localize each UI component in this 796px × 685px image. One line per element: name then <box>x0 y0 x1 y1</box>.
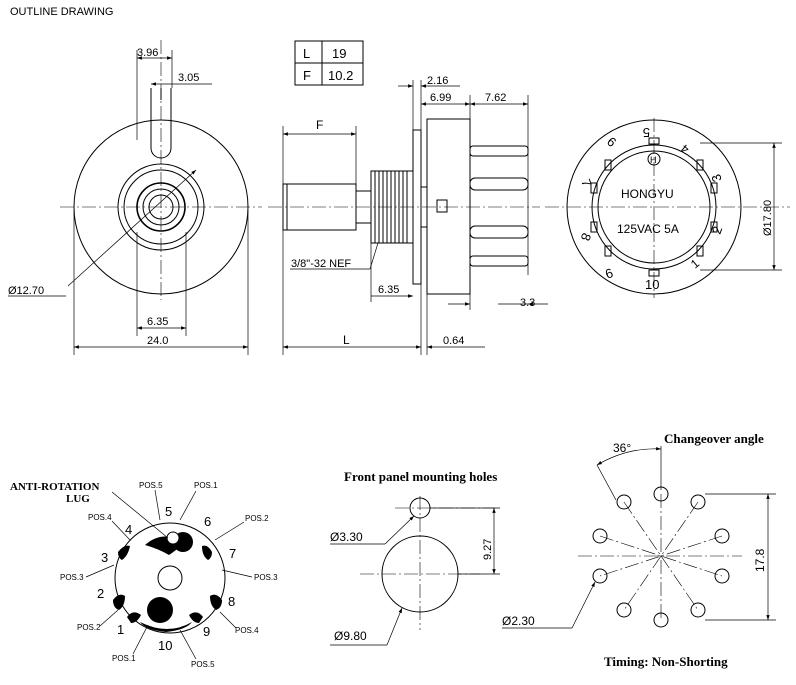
pos-label-upper-left: POS.4 <box>88 513 112 522</box>
pos-num-6: 6 <box>204 514 211 529</box>
pcd-label: 17.8 <box>753 548 767 572</box>
dim-f: F <box>316 118 323 132</box>
pos-label-bottom-right: POS.5 <box>191 660 215 669</box>
dim-slot-width: 3.05 <box>178 72 199 84</box>
pos-num-4: 4 <box>125 522 132 537</box>
pos-num-9: 9 <box>203 624 210 639</box>
dim-shaft: 6.35 <box>147 316 168 328</box>
spec-value-f: 10.2 <box>328 68 353 83</box>
brand-label: HONGYU <box>621 187 674 201</box>
timing-label: Timing: Non-Shorting <box>604 654 728 669</box>
dim-body-diameter: Ø12.70 <box>8 285 44 297</box>
rear-num-9: 9 <box>603 265 615 282</box>
pos-label-lower-left: POS.2 <box>77 623 101 632</box>
rear-num-10: 10 <box>645 277 659 292</box>
dim-l: L <box>343 333 350 347</box>
pos-label-mid-left: POS.3 <box>60 573 84 582</box>
dim-33: 3.3 <box>520 297 535 309</box>
dim-large-hole: Ø9.80 <box>334 629 367 643</box>
dim-216: 2.16 <box>427 75 448 87</box>
logo-icon: H <box>650 155 657 165</box>
pos-num-7: 7 <box>229 546 236 561</box>
pos-num-1: 1 <box>117 622 124 637</box>
rear-num-3: 3 <box>708 172 725 184</box>
dim-overall: 24.0 <box>147 335 168 347</box>
position-view: ANTI-ROTATION LUG 5 6 4 3 7 2 8 1 9 10 P… <box>10 481 278 669</box>
dim-small-hole: Ø3.30 <box>330 530 363 544</box>
rear-num-5: 5 <box>643 125 650 140</box>
pos-num-2: 2 <box>97 586 104 601</box>
pos-label-top-left: POS.5 <box>139 481 163 490</box>
dim-064: 0.64 <box>443 335 464 347</box>
terminals <box>469 145 529 267</box>
rear-diameter: Ø17.80 <box>762 200 774 236</box>
rear-num-4: 4 <box>678 141 692 156</box>
rating-label: 125VAC 5A <box>617 222 679 236</box>
changeover-title: Changeover angle <box>664 431 764 446</box>
side-view: F 2.16 6.99 7.62 3/8"-32 NEF 6.35 3.3 L <box>268 75 548 355</box>
pos-label-mid-right: POS.3 <box>254 573 278 582</box>
changeover-holes <box>592 486 730 628</box>
front-view: 3.96 3.05 Ø12.70 6.35 24.0 <box>8 40 262 355</box>
thread-lines <box>374 171 408 243</box>
pin-diameter: Ø2.30 <box>502 614 535 628</box>
pos-num-5: 5 <box>165 504 172 519</box>
dim-699: 6.99 <box>430 92 451 104</box>
changeover-view: Changeover angle 36° <box>502 431 776 669</box>
page-title: OUTLINE DRAWING <box>10 6 114 18</box>
pos-label-upper-right: POS.2 <box>245 514 269 523</box>
thread-label: 3/8"-32 NEF <box>291 258 351 270</box>
rear-num-2: 2 <box>709 224 726 236</box>
angle-label: 36° <box>613 441 631 455</box>
pos-label-top-right: POS.1 <box>194 481 218 490</box>
panel-holes-title: Front panel mounting holes <box>344 469 497 484</box>
terminal-slots <box>590 137 718 277</box>
pos-num-8: 8 <box>228 594 235 609</box>
rear-num-1: 1 <box>688 256 702 271</box>
anti-rotation-label-2: LUG <box>66 493 90 505</box>
rear-num-6: 6 <box>604 134 619 150</box>
dim-hole-spacing: 9.27 <box>482 539 494 560</box>
rear-num-8: 8 <box>578 231 595 243</box>
dim-lug-width: 3.96 <box>137 47 158 59</box>
panel-holes-view: Front panel mounting holes 9.27 Ø3.30 Ø9… <box>330 469 500 646</box>
radial-lines <box>578 494 742 620</box>
spec-key-l: L <box>303 46 310 61</box>
spec-table: L 19 F 10.2 <box>294 40 364 86</box>
rear-num-7: 7 <box>578 177 595 189</box>
spec-key-f: F <box>303 68 311 83</box>
spec-value-l: 19 <box>332 46 346 61</box>
dim-635: 6.35 <box>378 284 399 296</box>
rear-view: H HONGYU 125VAC 5A 5 4 3 2 1 10 9 8 7 6 <box>545 118 790 298</box>
dim-762: 7.62 <box>485 92 506 104</box>
pos-label-bottom-left: POS.1 <box>112 654 136 663</box>
pos-label-lower-right: POS.4 <box>235 626 259 635</box>
pos-num-3: 3 <box>101 550 108 565</box>
anti-rotation-label-1: ANTI-ROTATION <box>10 481 99 493</box>
pos-num-10: 10 <box>158 638 172 653</box>
